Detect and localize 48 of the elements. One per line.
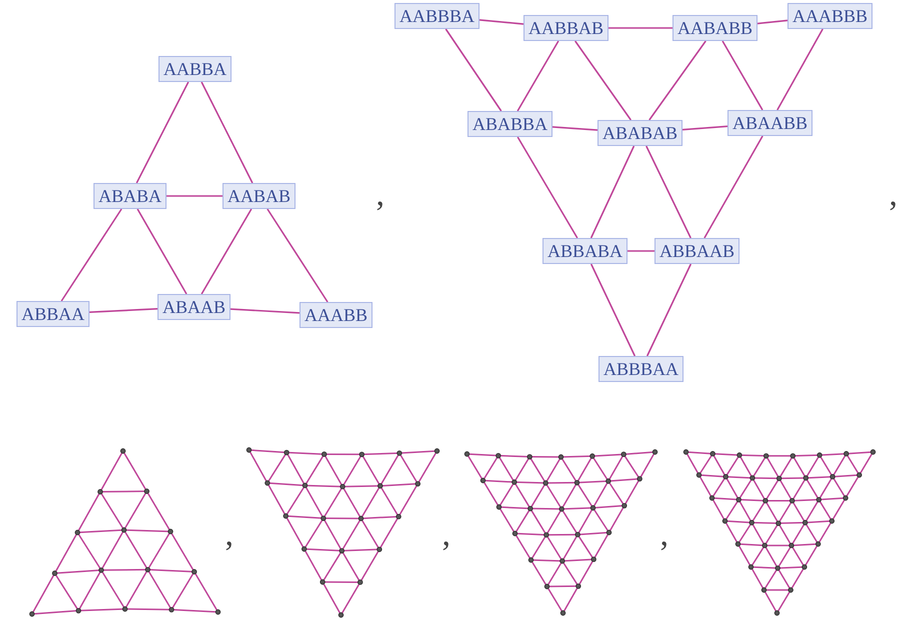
graph-edge	[608, 27, 672, 29]
vertex-box: AABBBA	[394, 3, 480, 29]
graph-edge	[646, 264, 692, 356]
vertex-box: ABABA	[94, 183, 166, 209]
vertex-box: AAABBB	[788, 3, 872, 29]
vertex-box: ABABAB	[598, 120, 682, 146]
separator-comma: ,	[442, 518, 450, 552]
vertex-box: ABBABA	[542, 238, 628, 264]
graph-edge	[590, 264, 636, 356]
graph-edge	[704, 136, 764, 238]
vertex-box: ABAAB	[158, 294, 230, 320]
vertex-box: AAABB	[300, 302, 372, 328]
separator-comma: ,	[376, 178, 384, 212]
graph-edge	[200, 82, 254, 184]
graph-edge	[574, 40, 632, 120]
graph-edge	[516, 40, 560, 112]
graph-edge	[89, 308, 158, 313]
vertex-box: ABBBAA	[598, 356, 684, 382]
graph-edge	[136, 82, 190, 184]
graph-edge	[230, 308, 300, 314]
graph-edge	[682, 125, 728, 131]
graph-edge	[590, 146, 635, 238]
vertex-box: ABABBA	[468, 111, 552, 137]
graph-edge	[136, 208, 188, 294]
separator-comma: ,	[889, 178, 898, 212]
graph-edge	[646, 146, 692, 238]
graph-edge	[648, 40, 706, 120]
graph-edge	[445, 28, 502, 112]
graph-edge	[479, 19, 524, 25]
graph-edge	[552, 126, 598, 131]
vertex-box: AABBA	[158, 56, 232, 82]
graph-edge	[60, 208, 122, 302]
vertex-box: ABBAA	[16, 301, 90, 327]
vertex-box: ABAABB	[728, 110, 812, 136]
vertex-box: AABABB	[672, 15, 758, 41]
graph-edge	[722, 40, 764, 110]
vertex-box: ABBAAB	[654, 238, 740, 264]
graph-edge	[200, 208, 252, 294]
graph-edge	[166, 195, 222, 197]
separator-comma: ,	[660, 518, 668, 552]
graph-edge	[776, 28, 824, 110]
graph-edge	[628, 250, 654, 252]
graph-edge	[516, 136, 578, 238]
vertex-box: AABBAB	[524, 15, 608, 41]
graph-edge	[266, 208, 328, 302]
vertex-box: AABAB	[222, 183, 296, 209]
separator-comma: ,	[225, 518, 234, 552]
graph-edge	[757, 20, 788, 24]
